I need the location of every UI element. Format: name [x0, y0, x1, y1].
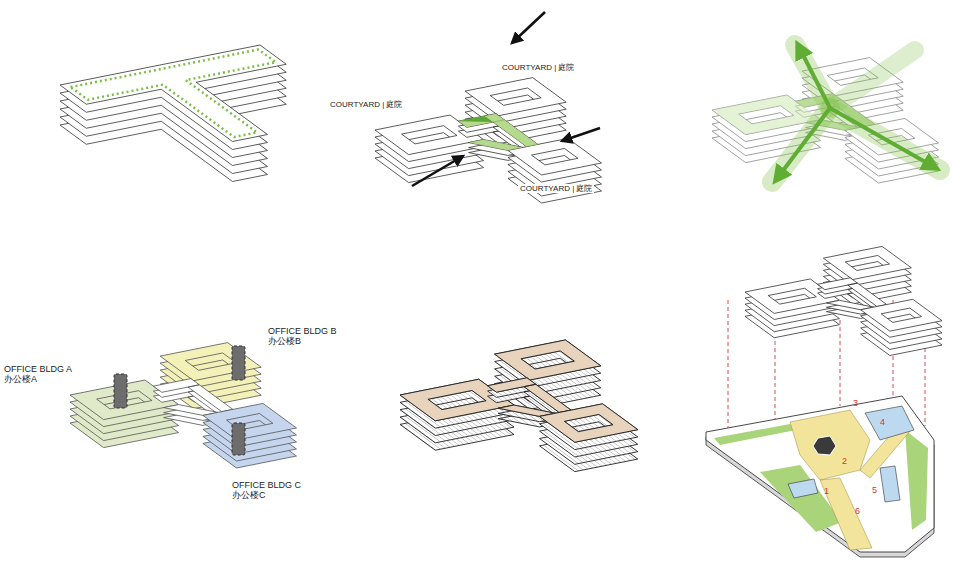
- callout-number: 1: [824, 486, 829, 496]
- courtyard-label: COURTYARD | 庭院: [518, 184, 594, 193]
- l-block: [60, 45, 358, 197]
- courtyard-label: COURTYARD | 庭院: [328, 100, 404, 109]
- building-label: OFFICE BLDG C 办公楼C: [232, 480, 312, 501]
- callout-number: 4: [880, 417, 885, 427]
- approach-arrow: [412, 12, 600, 186]
- circulation-massing: [712, 58, 939, 183]
- courtyard-massing: [375, 78, 602, 203]
- building-label: OFFICE BLDG B 办公楼B: [268, 326, 347, 347]
- callout-number: 5: [872, 485, 877, 495]
- core-block: [114, 346, 245, 455]
- site-plan: [706, 396, 934, 557]
- office-buildings: [70, 343, 297, 468]
- callout-number: 3: [853, 398, 858, 408]
- flow-arrow: [772, 45, 940, 182]
- lifted-massing: [745, 246, 942, 355]
- facade-massing: [400, 340, 638, 472]
- building-label: OFFICE BLDG A 办公楼A: [4, 364, 83, 385]
- courtyard-label: COURTYARD | 庭院: [500, 63, 576, 72]
- callout-number: 6: [855, 506, 860, 516]
- callout-number: 2: [842, 456, 847, 466]
